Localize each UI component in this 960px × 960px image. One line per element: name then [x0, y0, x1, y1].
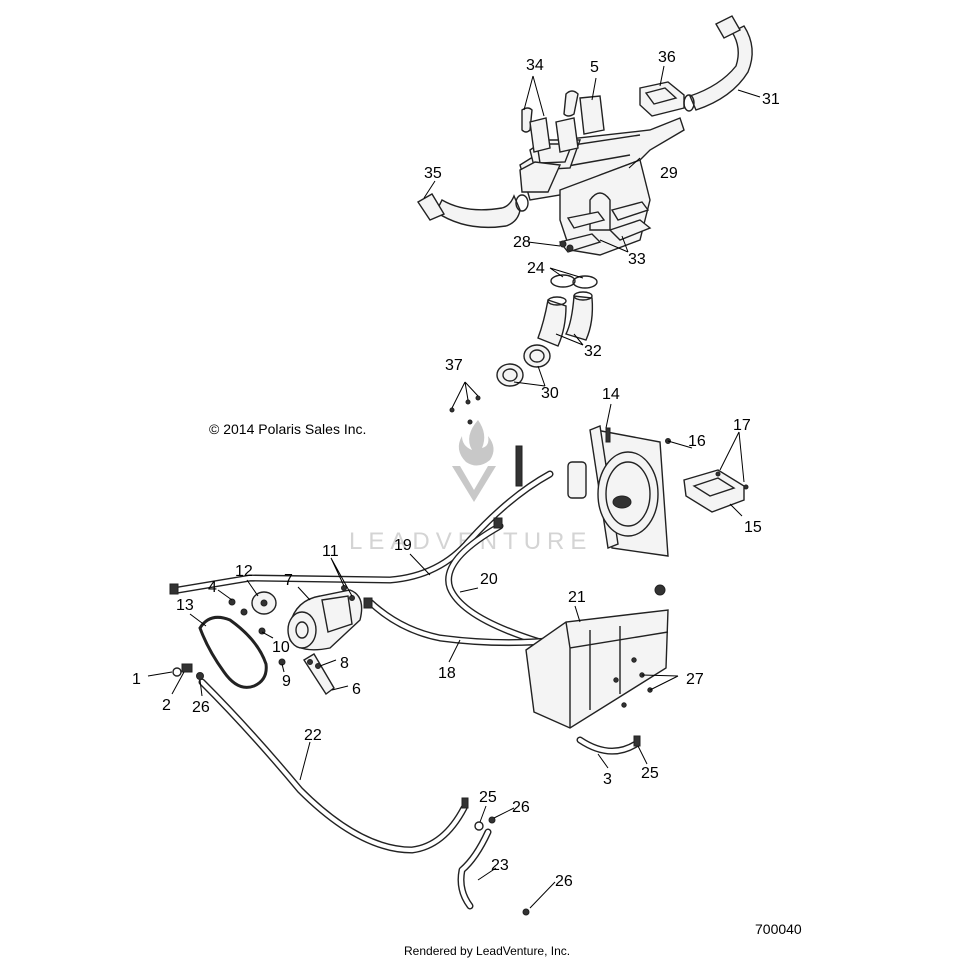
bracket-15 — [665, 438, 749, 513]
callout-12: 12 — [235, 563, 253, 580]
heater-duct-box — [519, 81, 685, 256]
callout-26c: 26 — [555, 873, 573, 890]
condenser-fan-assembly — [567, 425, 669, 557]
callout-24: 24 — [527, 260, 545, 277]
callout-31: 31 — [762, 91, 780, 108]
callout-26a: 26 — [192, 699, 210, 716]
clutch-plate — [251, 591, 277, 615]
callout-8: 8 — [340, 655, 349, 672]
callout-19: 19 — [394, 537, 412, 554]
callout-23: 23 — [491, 857, 509, 874]
hose-18 — [363, 597, 564, 647]
callout-29: 29 — [660, 165, 678, 182]
evaporator-box — [525, 584, 669, 729]
seal-rings — [550, 274, 598, 289]
clamps — [474, 816, 530, 916]
callout-10: 10 — [272, 639, 290, 656]
callout-33: 33 — [628, 251, 646, 268]
callout-27: 27 — [686, 671, 704, 688]
callout-18: 18 — [438, 665, 456, 682]
callout-9: 9 — [282, 673, 291, 690]
duct-hose-right — [683, 15, 753, 112]
callout-2: 2 — [162, 697, 171, 714]
callout-7: 7 — [284, 572, 293, 589]
footer-text: Rendered by LeadVenture, Inc. — [404, 944, 570, 958]
leader-lines — [147, 65, 761, 909]
screws-37 — [449, 395, 481, 425]
callout-25a: 25 — [641, 765, 659, 782]
callout-36: 36 — [658, 49, 676, 66]
compressor-bolts — [228, 585, 355, 669]
hose-19 — [169, 445, 554, 595]
drain-hose — [576, 735, 641, 755]
callout-17: 17 — [733, 417, 751, 434]
callout-16: 16 — [688, 433, 706, 450]
drive-belt — [198, 615, 268, 689]
callout-30: 30 — [541, 385, 559, 402]
compressor — [287, 589, 363, 651]
callout-32: 32 — [584, 343, 602, 360]
heater-hose-22 — [198, 678, 469, 854]
callout-25b: 25 — [479, 789, 497, 806]
callout-35: 35 — [424, 165, 442, 182]
callout-15: 15 — [744, 519, 762, 536]
callout-6: 6 — [352, 681, 361, 698]
round-vents — [496, 344, 551, 387]
callout-37: 37 — [445, 357, 463, 374]
callout-13: 13 — [176, 597, 194, 614]
callout-5: 5 — [590, 59, 599, 76]
duct-hose-left — [417, 193, 529, 229]
callout-26b: 26 — [512, 799, 530, 816]
copyright-text: © 2014 Polaris Sales Inc. — [209, 421, 366, 437]
callout-3: 3 — [603, 771, 612, 788]
diagram-number: 700040 — [755, 921, 802, 937]
callout-4: 4 — [208, 579, 217, 596]
callout-21: 21 — [568, 589, 586, 606]
callout-20: 20 — [480, 571, 498, 588]
callout-1: 1 — [132, 671, 141, 688]
callout-22: 22 — [304, 727, 322, 744]
callout-labels: 34 5 36 31 29 35 28 33 24 32 37 30 14 16… — [132, 49, 780, 890]
callout-28: 28 — [513, 234, 531, 251]
hose-fitting — [172, 663, 204, 680]
callout-34: 34 — [526, 57, 544, 74]
hose-20 — [445, 517, 544, 646]
heater-hose-23 — [457, 828, 492, 910]
callout-11: 11 — [322, 543, 339, 560]
duct-elbows — [537, 291, 594, 347]
callout-14: 14 — [602, 386, 620, 403]
